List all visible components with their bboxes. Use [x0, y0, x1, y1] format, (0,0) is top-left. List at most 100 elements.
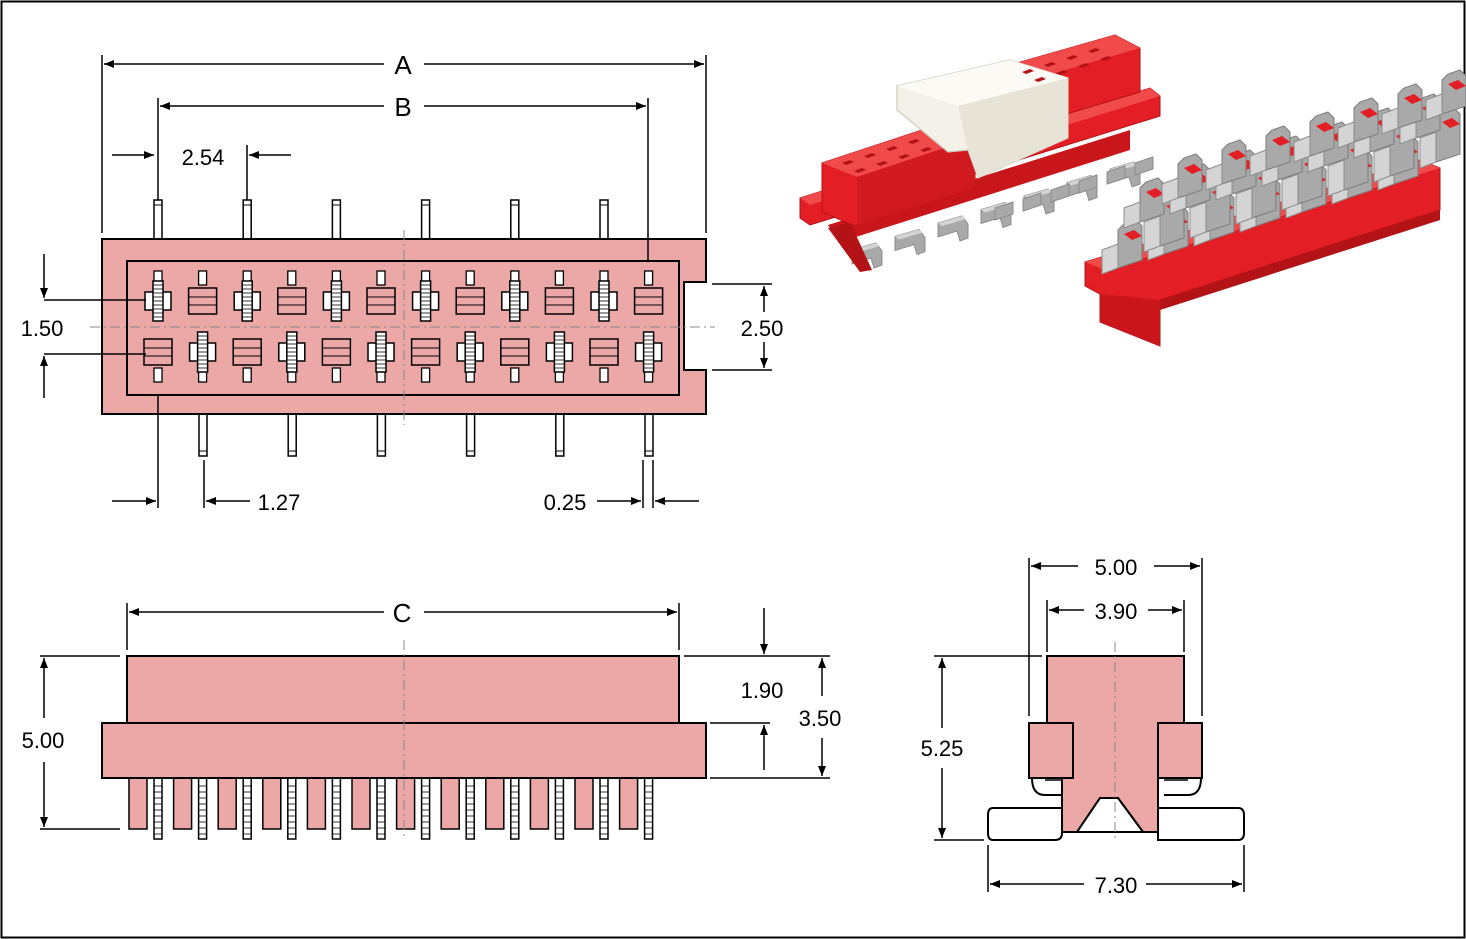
iso-hole	[1066, 55, 1078, 60]
iso-pin	[1117, 219, 1143, 269]
iso-hole	[876, 161, 888, 166]
contact-block	[143, 338, 173, 366]
dim-side-height-525: 5.25	[921, 736, 964, 761]
iso-hole	[886, 146, 898, 151]
iso-hole	[864, 153, 876, 158]
contact-end	[376, 270, 386, 286]
dim-upper-190: 1.90	[741, 678, 784, 703]
top-body-inner	[126, 260, 680, 396]
iso-hole	[1044, 62, 1056, 67]
front-view: C 5.00 1.90 3.50	[22, 598, 842, 840]
contact-block	[366, 287, 396, 315]
top-pins-lower	[198, 413, 654, 457]
side-wing-right	[1157, 722, 1203, 779]
top-pin	[599, 199, 609, 241]
dim-front-height-500: 5.00	[22, 728, 65, 753]
dim-body-height-350: 3.50	[799, 706, 842, 731]
iso-render-right	[1084, 69, 1466, 347]
iso-hole	[854, 168, 866, 173]
front-tooth	[128, 777, 148, 830]
dim-side-top-500: 5.00	[1095, 555, 1138, 580]
bottom-pin	[376, 413, 387, 457]
iso-pin	[1353, 97, 1379, 143]
dim-pin-width-025: 0.25	[544, 490, 587, 515]
front-tooth	[217, 777, 237, 830]
front-pin	[465, 777, 475, 840]
contact-block	[633, 287, 664, 315]
iso-hole	[1034, 77, 1046, 82]
contact-block	[455, 287, 485, 315]
bottom-pin	[644, 413, 654, 457]
contact-end	[242, 367, 252, 383]
contact-end	[331, 367, 342, 383]
dim-pitch-254: 2.54	[182, 145, 225, 170]
iso-lead	[1106, 165, 1126, 185]
front-tooth	[395, 777, 416, 830]
iso-pin	[1309, 111, 1335, 157]
iso-hole	[842, 160, 854, 165]
iso-pin	[1139, 177, 1165, 223]
contact-end	[287, 270, 297, 286]
contact-block	[544, 287, 575, 315]
dim-foot-span-730: 7.30	[1095, 873, 1138, 898]
top-view: A B 2.54 1.50 2.50 1.27 0	[21, 50, 784, 515]
front-pin	[331, 777, 342, 840]
bottom-pin	[465, 413, 476, 457]
contact-block	[410, 338, 441, 366]
front-tooth	[529, 777, 550, 830]
side-view: 5.00 3.90 5.25 7.30	[921, 555, 1245, 898]
iso-hole	[1056, 70, 1068, 75]
top-pin	[510, 199, 520, 241]
front-pin	[510, 777, 520, 840]
contact-block	[277, 287, 307, 315]
iso-hole	[1088, 48, 1100, 53]
iso-lead	[1022, 192, 1042, 212]
contact-end	[420, 367, 431, 383]
front-tooth	[485, 777, 505, 830]
bottom-pin	[198, 413, 208, 457]
iso-lead	[1050, 183, 1070, 203]
bottom-pin	[287, 413, 297, 457]
iso-hole	[1100, 56, 1112, 61]
iso-lead	[1078, 174, 1098, 194]
iso-render-left	[799, 34, 1161, 272]
dim-a-label: A	[394, 50, 412, 80]
side-foot-right	[1157, 807, 1245, 841]
side-wing-left	[1028, 722, 1074, 779]
front-pin	[599, 777, 609, 840]
top-pin	[331, 199, 342, 241]
contact-block	[500, 338, 530, 366]
dim-c-label: C	[393, 598, 412, 628]
dim-side-inner-390: 3.90	[1095, 599, 1138, 624]
front-tooth	[618, 777, 639, 830]
contact-block	[232, 338, 262, 366]
side-foot-left	[987, 807, 1063, 841]
front-tooth	[351, 777, 371, 830]
dim-row-150: 1.50	[21, 316, 64, 341]
contact-block	[321, 338, 352, 366]
contact-array	[143, 270, 664, 383]
front-pin	[242, 777, 252, 840]
iso-hole	[908, 139, 920, 144]
front-tooth	[440, 777, 460, 830]
iso-pin	[1221, 139, 1247, 185]
front-pin	[420, 777, 431, 840]
contact-block	[589, 338, 619, 366]
front-tooth	[574, 777, 594, 830]
iso-hole	[1022, 69, 1034, 74]
top-pin	[420, 199, 431, 241]
contact-end	[554, 270, 565, 286]
iso-pin	[1441, 69, 1466, 115]
iso-lead	[994, 201, 1014, 221]
iso-pin	[1177, 153, 1203, 199]
bottom-pin	[555, 413, 565, 457]
front-pin	[643, 777, 654, 840]
front-tooth	[306, 777, 327, 830]
top-pin	[153, 199, 163, 241]
contact-end	[153, 367, 163, 383]
front-terminals	[128, 777, 654, 840]
contact-end	[197, 270, 208, 286]
iso-lead	[1134, 156, 1154, 176]
